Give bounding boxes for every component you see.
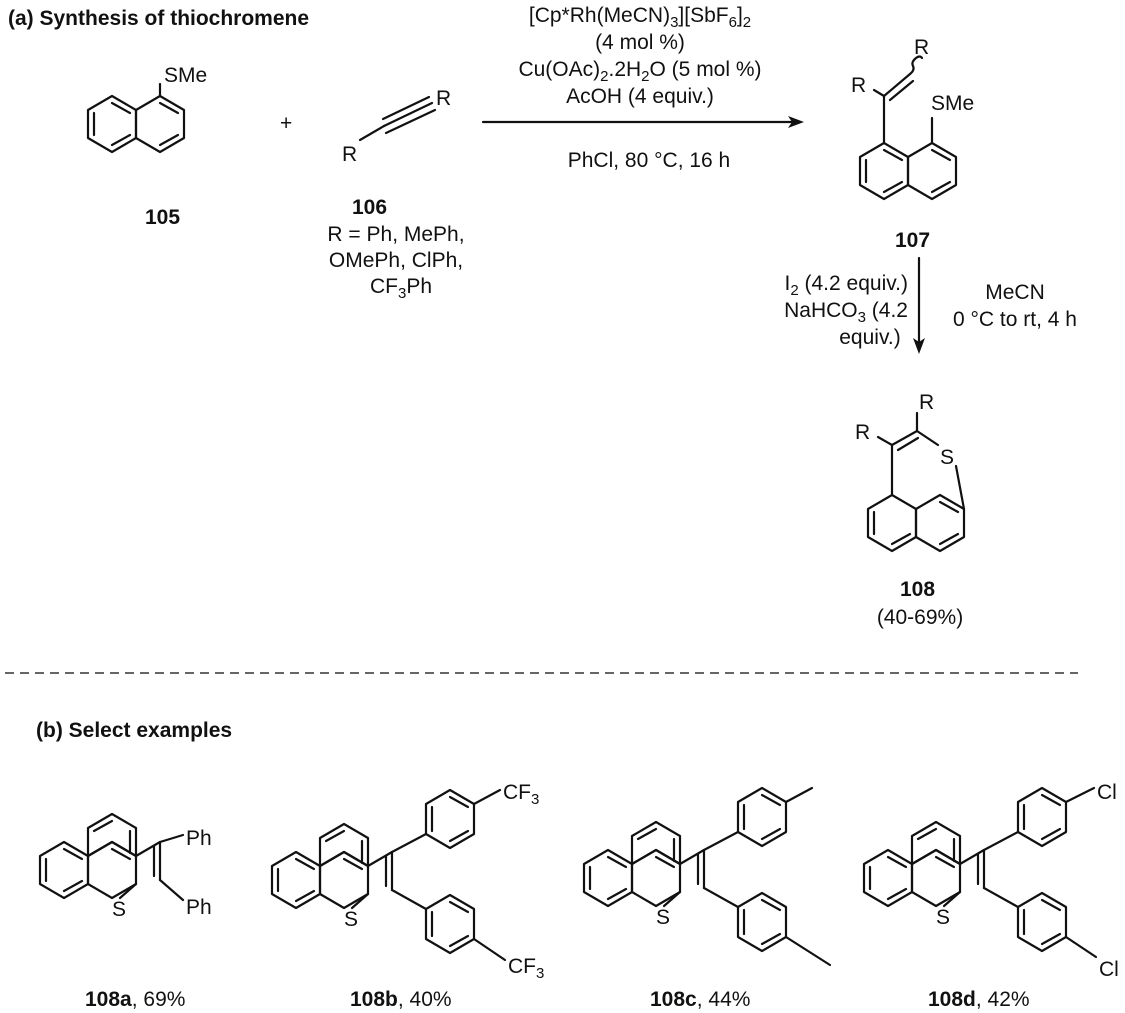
compound-106-r-definition-1: R = Ph, MePh, [327,223,464,246]
reagent-acetic-acid: AcOH (4 equiv.) [566,85,714,108]
example-108c-caption: 108c, 44% [650,988,750,1011]
reaction-arrow-2-head [913,338,925,354]
step2-solvent: MeCN [985,281,1045,304]
section-b-heading: (b) Select examples [36,719,232,742]
example-108c-id: 108c [650,988,697,1011]
example-108a-caption: 108a, 69% [85,988,185,1011]
compound-106-r-definition-2: OMePh, ClPh, [329,249,463,272]
compound-106-r-bottom: R [342,143,357,166]
example-108a-ph-bottom: Ph [186,896,212,919]
step2-iodine: I2 (4.2 equiv.) [784,272,908,299]
example-108a-yield: , 69% [132,988,186,1011]
compound-108-r-top: R [919,391,934,414]
compound-106-r-top: R [436,87,451,110]
compound-105-number: 105 [145,206,180,229]
example-108d-id: 108d [928,988,976,1011]
example-108b-caption: 108b, 40% [350,988,452,1011]
compound-108-number: 108 [900,578,935,601]
reagent-copper-acetate: Cu(OAc)2.2H2O (5 mol %) [518,58,761,85]
step2-temperature-time: 0 °C to rt, 4 h [953,308,1077,331]
step2-equiv: equiv.) [839,326,900,349]
example-108c-sulfur: S [656,906,670,929]
example-108a-structure [38,812,185,902]
compound-107-r-left: R [851,74,866,97]
example-108c-yield: , 44% [697,988,751,1011]
example-108a-ph-top: Ph [186,827,212,850]
example-108a-sulfur: S [112,898,126,921]
reaction-1-conditions: PhCl, 80 °C, 16 h [568,149,730,172]
compound-106-r-definition-3: CF3Ph [370,275,432,302]
reagent-catalyst-loading: (4 mol %) [595,31,685,54]
example-108a-id: 108a [85,988,132,1011]
compound-107-number: 107 [895,229,930,252]
compound-105-structure [86,82,186,154]
compound-108-r-left: R [855,421,870,444]
compound-108-structure [866,411,966,553]
example-108b-yield: , 40% [398,988,452,1011]
example-108d-cl-top: Cl [1097,781,1117,804]
compound-107-sme-label: SMe [931,92,974,115]
example-108d-sulfur: S [936,906,950,929]
example-108b-id: 108b [350,988,398,1011]
compound-108-yield: (40-69%) [877,606,963,629]
example-108d-yield: , 42% [976,988,1030,1011]
example-108b-cf3-bottom: CF3 [508,955,544,982]
example-108b-structure [270,788,507,962]
example-108b-cf3-top: CF3 [503,781,539,808]
reaction-arrow-1-head [788,116,804,128]
compound-105-sme-label: SMe [164,64,207,87]
compound-106-structure [358,95,437,142]
compound-106-number: 106 [352,196,387,219]
example-108c-structure [582,786,832,967]
compound-107-r-top: R [914,36,929,59]
step2-bicarbonate: NaHCO3 (4.2 [784,299,908,326]
plus-sign: + [280,112,292,135]
example-108b-sulfur: S [344,908,358,931]
section-a-heading: (a) Synthesis of thiochromene [8,7,309,30]
example-108d-caption: 108d, 42% [928,988,1030,1011]
compound-108-sulfur: S [940,446,954,469]
compound-107-structure [858,55,958,201]
example-108d-structure [862,786,1098,959]
reagent-catalyst: [Cp*Rh(MeCN)3][SbF6]2 [529,4,751,31]
example-108d-cl-bottom: Cl [1099,958,1119,981]
